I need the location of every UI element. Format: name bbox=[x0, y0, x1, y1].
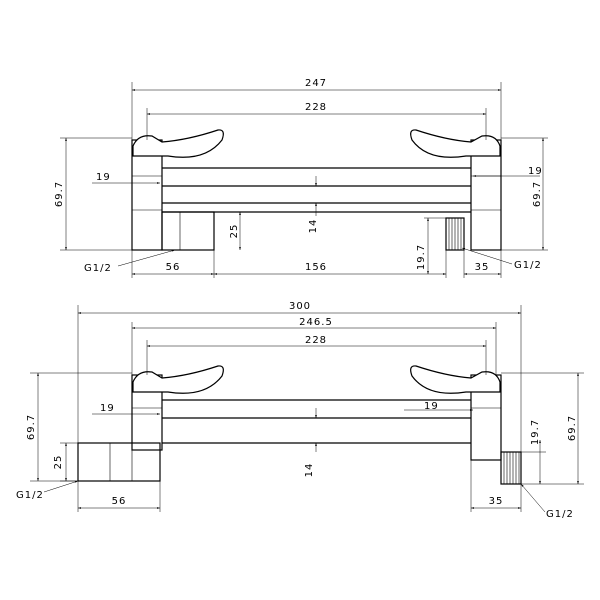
bottom-dim-inlet-width: 35 bbox=[489, 496, 504, 507]
top-dim-outlet-height: 25 bbox=[229, 224, 240, 239]
top-dim-outlet-width: 56 bbox=[166, 262, 181, 273]
bottom-dim-overall: 300 bbox=[289, 301, 311, 312]
bottom-right-handle bbox=[410, 365, 501, 394]
bottom-dim-handle-left: 19 bbox=[100, 403, 115, 414]
bottom-thread-left: G1/2 bbox=[16, 490, 44, 501]
top-dim-height-left: 69.7 bbox=[54, 181, 65, 207]
top-outlet-block bbox=[161, 211, 215, 251]
bottom-thread-right: G1/2 bbox=[546, 509, 574, 520]
top-dim-height-right: 69.7 bbox=[532, 181, 543, 207]
top-thread-left: G1/2 bbox=[84, 263, 112, 274]
bottom-dim-outlet-height: 25 bbox=[53, 455, 64, 470]
top-right-handle bbox=[410, 129, 501, 158]
top-view: 247 228 69.7 69.7 19 19 14 25 56 bbox=[54, 78, 548, 278]
top-thread-right: G1/2 bbox=[514, 260, 542, 271]
bottom-dim-inlet-height: 19.7 bbox=[530, 419, 541, 445]
top-dim-inlet-width: 35 bbox=[475, 262, 490, 273]
top-dim-overall: 247 bbox=[305, 78, 327, 89]
bottom-dim-outlet-width: 56 bbox=[112, 496, 127, 507]
bottom-view: 300 246.5 228 69.7 69.7 19 19 14 bbox=[16, 301, 584, 520]
bottom-dim-height-left: 69.7 bbox=[26, 414, 37, 440]
bottom-outlet-block bbox=[77, 442, 161, 482]
top-left-handle bbox=[132, 129, 224, 158]
bottom-dim-handle-right: 19 bbox=[424, 401, 439, 412]
bottom-dim-centers: 228 bbox=[305, 335, 327, 346]
bottom-dim-mid: 246.5 bbox=[299, 317, 333, 328]
top-dim-body-thickness: 14 bbox=[308, 219, 319, 234]
bottom-left-handle bbox=[132, 365, 224, 394]
bottom-threaded-inlet bbox=[500, 451, 522, 485]
top-dim-outlet-offset: 156 bbox=[305, 262, 327, 273]
top-dim-centers: 228 bbox=[305, 102, 327, 113]
bottom-dim-height-right: 69.7 bbox=[567, 415, 578, 441]
top-dim-handle-left: 19 bbox=[96, 172, 111, 183]
bottom-dim-body-thickness: 14 bbox=[304, 463, 315, 478]
top-dim-inlet-height: 19.7 bbox=[416, 244, 427, 270]
top-dim-handle-right: 19 bbox=[528, 166, 543, 177]
bottom-mixer-body bbox=[77, 365, 522, 485]
